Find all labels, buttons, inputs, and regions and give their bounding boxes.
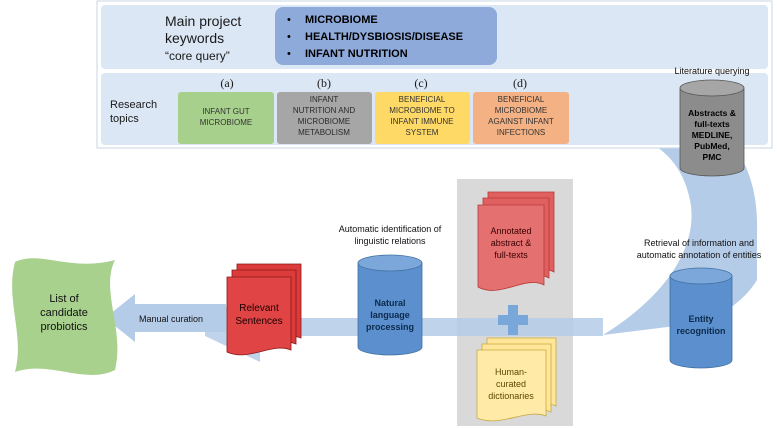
curated-dictionaries: Human- curated dictionaries <box>476 337 557 422</box>
svg-text:PubMed,: PubMed, <box>694 141 729 151</box>
svg-text:Entity: Entity <box>688 314 713 324</box>
svg-text:Annotated: Annotated <box>490 226 531 236</box>
nlp-database: Natural language processing <box>357 254 423 356</box>
svg-text:Human-: Human- <box>495 367 527 377</box>
svg-text:full-texts: full-texts <box>494 250 528 260</box>
svg-text:Sentences: Sentences <box>235 316 282 327</box>
manual-curation-label: Manual curation <box>139 314 203 324</box>
topic-box-d: BENEFICIAL MICROBIOME AGAINST INFANT INF… <box>473 92 569 144</box>
svg-text:BENEFICIAL: BENEFICIAL <box>498 95 545 104</box>
keyword: INFANT NUTRITION <box>305 48 408 60</box>
keyword-bullet: • <box>287 48 291 60</box>
candidate-probiotics: List of candidate probiotics <box>12 258 118 375</box>
keyword-bullet: • <box>287 14 291 26</box>
manual-curation-arrow: Manual curation <box>105 294 226 342</box>
svg-text:Relevant: Relevant <box>239 303 279 314</box>
literature-querying-label: Literature querying <box>674 66 749 76</box>
topic-letter-a: (a) <box>220 76 233 90</box>
keyword: HEALTH/DYSBIOSIS/DISEASE <box>305 31 463 43</box>
svg-text:probiotics: probiotics <box>40 321 88 333</box>
topic-box-c: BENEFICIAL MICROBIOME TO INFANT IMMUNE S… <box>375 92 470 144</box>
keyword-bullet: • <box>287 31 291 43</box>
svg-text:INFECTIONS: INFECTIONS <box>497 128 545 137</box>
core-query-label: “core query” <box>165 49 230 63</box>
nlp-label: linguistic relations <box>354 236 426 246</box>
retrieval-label: automatic annotation of entities <box>637 250 762 260</box>
svg-text:BENEFICIAL: BENEFICIAL <box>399 95 446 104</box>
topic-letter-b: (b) <box>317 76 331 90</box>
svg-text:AGAINST INFANT: AGAINST INFANT <box>488 117 554 126</box>
svg-text:dictionaries: dictionaries <box>488 391 534 401</box>
project-title: Main project keywords “core query” <box>165 13 241 63</box>
svg-text:language: language <box>370 310 410 320</box>
svg-text:recognition: recognition <box>677 326 726 336</box>
literature-database: Abstracts & full-texts MEDLINE, PubMed, … <box>679 79 745 177</box>
keywords-box: • MICROBIOME • HEALTH/DYSBIOSIS/DISEASE … <box>275 7 497 65</box>
annotated-documents: Annotated abstract & full-texts <box>477 191 555 291</box>
svg-text:processing: processing <box>366 322 414 332</box>
svg-text:Abstracts &: Abstracts & <box>688 108 736 118</box>
svg-text:MICROBIOME: MICROBIOME <box>200 118 252 127</box>
svg-text:SYSTEM: SYSTEM <box>406 128 439 137</box>
svg-text:PMC: PMC <box>703 152 722 162</box>
entity-recognition-database: Entity recognition <box>669 267 733 369</box>
nlp-label: Automatic identification of <box>339 224 442 234</box>
relevant-sentences: Relevant Sentences <box>226 263 302 356</box>
svg-text:Natural: Natural <box>374 298 405 308</box>
topic-letter-c: (c) <box>414 76 427 90</box>
svg-text:List of: List of <box>49 293 79 305</box>
svg-text:MEDLINE,: MEDLINE, <box>692 130 733 140</box>
svg-text:curated: curated <box>496 379 526 389</box>
plus-icon <box>498 305 528 335</box>
topic-box-b: INFANT NUTRITION AND MICROBIOME METABOLI… <box>277 92 372 144</box>
svg-text:candidate: candidate <box>40 307 88 319</box>
svg-text:INFANT: INFANT <box>310 95 339 104</box>
svg-text:abstract &: abstract & <box>491 238 532 248</box>
svg-text:NUTRITION AND: NUTRITION AND <box>293 106 355 115</box>
svg-text:MICROBIOME TO: MICROBIOME TO <box>389 106 455 115</box>
svg-text:METABOLISM: METABOLISM <box>298 128 350 137</box>
svg-text:topics: topics <box>110 113 139 125</box>
topic-box-a: INFANT GUT MICROBIOME <box>178 92 274 144</box>
svg-text:MICROBIOME: MICROBIOME <box>495 106 547 115</box>
svg-text:INFANT GUT: INFANT GUT <box>202 107 250 116</box>
svg-text:MICROBIOME: MICROBIOME <box>298 117 350 126</box>
topic-letter-d: (d) <box>513 76 527 90</box>
research-topics-label: Research topics <box>110 99 157 125</box>
svg-text:full-texts: full-texts <box>694 119 730 129</box>
keyword: MICROBIOME <box>305 14 378 26</box>
svg-text:INFANT IMMUNE: INFANT IMMUNE <box>391 117 454 126</box>
svg-text:Research: Research <box>110 99 157 111</box>
project-title-line: Main project <box>165 13 241 29</box>
retrieval-label: Retrieval of information and <box>644 238 754 248</box>
project-title-line: keywords <box>165 30 224 46</box>
